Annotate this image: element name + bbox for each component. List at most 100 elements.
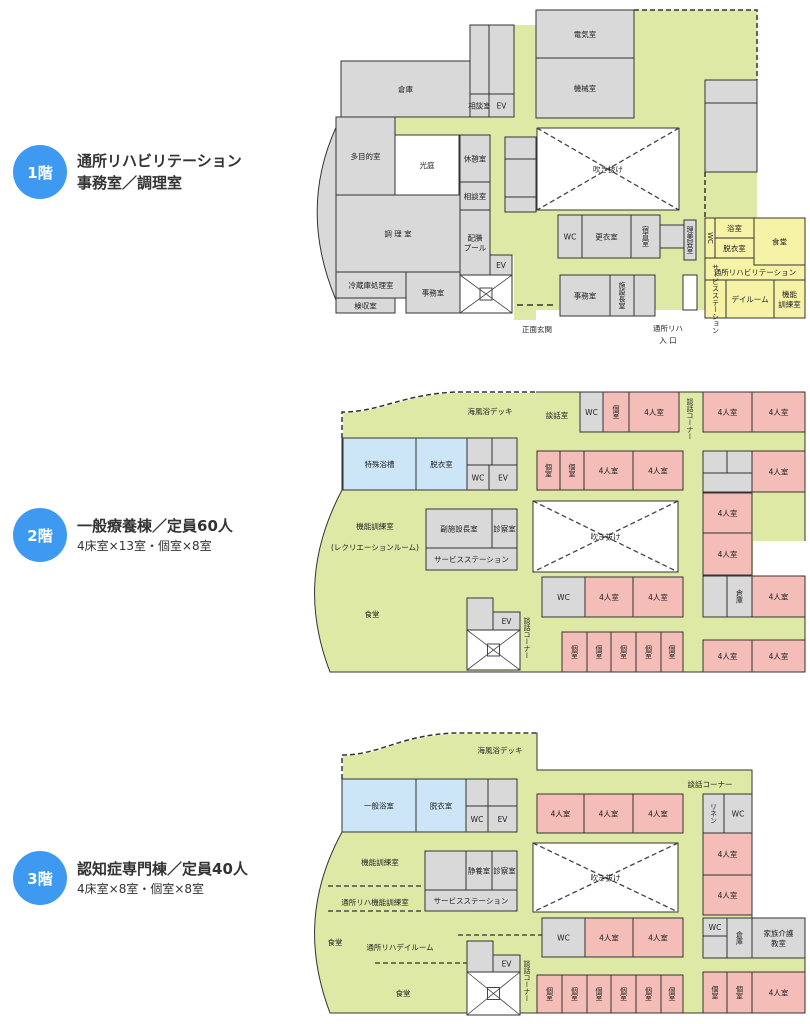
room <box>535 57 635 119</box>
room-label: EV <box>502 617 513 626</box>
room-label: サービスステーション <box>434 897 509 906</box>
room-label: 4人室 <box>769 651 789 661</box>
room-unlabeled <box>702 575 728 618</box>
room-label: 4人室 <box>599 592 619 602</box>
room-label: リネン <box>710 803 718 824</box>
room-label: EV <box>498 815 509 824</box>
room-label: 教室 <box>771 938 786 948</box>
room-label: 更衣室 <box>595 232 618 242</box>
room-label: WC <box>557 934 570 943</box>
room-label: 調 理 室 <box>384 229 412 239</box>
room <box>635 974 662 1014</box>
room-label: 個室 <box>620 986 628 1001</box>
room <box>459 134 491 183</box>
room-label: 個室 <box>612 404 620 419</box>
room-label: 配膳 <box>468 233 483 243</box>
room <box>702 971 728 1014</box>
room-label: 診察室 <box>493 866 516 876</box>
room <box>535 9 635 59</box>
room <box>702 532 753 576</box>
room-label: WC <box>557 593 570 602</box>
void-cross-lines <box>532 500 679 573</box>
room-label: サービスステーション <box>434 555 509 564</box>
room-label: 機能 <box>782 289 797 299</box>
room-label: 事務室 <box>574 291 597 301</box>
room-label: 宿直室 <box>642 225 650 247</box>
room <box>683 219 697 261</box>
floor-capacity: 4床室×8室・個室×8室 <box>77 882 205 896</box>
room-label: 電気室 <box>574 29 597 39</box>
void-cross-lines <box>532 842 679 913</box>
room-label: EV <box>497 102 508 111</box>
room-unlabeled <box>504 196 537 213</box>
room-label: 脱衣室 <box>723 243 746 253</box>
floor-1-label: 1階 通所リハビリテーション事務室／調理室 <box>13 145 242 199</box>
room <box>459 209 491 276</box>
room <box>584 576 634 618</box>
room-label: 倉庫 <box>736 930 744 946</box>
room-label: 個室 <box>546 986 554 1001</box>
room-unlabeled <box>702 935 728 959</box>
room-label: 個室 <box>668 644 676 659</box>
room-label: 4人室 <box>718 508 738 518</box>
room-label: WC <box>564 233 577 242</box>
room-label: 施設長室 <box>618 281 626 310</box>
room-label: 4人室 <box>718 651 738 661</box>
room-label: 個室 <box>595 986 603 1001</box>
room-label: 一般浴室 <box>364 801 394 811</box>
room-label: 4人室 <box>718 549 738 559</box>
void-cross-lines <box>536 127 680 211</box>
room <box>584 917 634 958</box>
room <box>342 437 417 491</box>
room-label: 談話コーナー <box>686 397 694 440</box>
room-label: 4人室 <box>648 809 668 819</box>
room-label: デイルーム <box>731 294 768 304</box>
room <box>335 271 407 299</box>
room-label: 談話コーナー <box>523 959 531 1002</box>
room-label: WC <box>732 810 745 819</box>
room <box>335 116 396 196</box>
room <box>415 778 467 833</box>
room-label: WC <box>709 923 722 932</box>
room <box>425 547 518 571</box>
room-label: WC <box>706 232 714 244</box>
floor-title: 通所リハビリテーション <box>77 152 242 170</box>
room <box>541 917 586 958</box>
room-unlabeled <box>702 450 728 474</box>
floor-badge: 2階 <box>13 508 67 562</box>
room-label: 個室 <box>568 463 576 478</box>
floor-badge: 1階 <box>13 145 67 199</box>
room-label: 4人室 <box>599 466 619 476</box>
stair-icon <box>487 987 500 1000</box>
floor-subtitle: 事務室／調理室 <box>77 174 183 192</box>
room <box>491 508 518 549</box>
room-label: 個室 <box>571 644 579 659</box>
floor-title: 一般療養棟／定員60人 <box>77 517 233 535</box>
room-label: 検収室 <box>354 301 377 311</box>
room-label: 食堂 <box>396 988 411 998</box>
room-label: 家族介護 <box>764 928 794 938</box>
stair-icon <box>487 643 500 657</box>
room-label: 静養室 <box>468 866 491 876</box>
room-label: 相談室 <box>468 101 491 111</box>
room <box>751 575 806 618</box>
room-label: プール <box>464 244 487 253</box>
room-unlabeled <box>488 24 515 95</box>
room <box>630 214 661 259</box>
room-label: 機能訓練室 <box>361 857 399 867</box>
room-label: 談話コーナー <box>688 779 733 789</box>
room <box>726 575 753 618</box>
room-label: 4人室 <box>648 933 668 943</box>
room-label: 4人室 <box>718 890 738 900</box>
room-label: 個室 <box>668 986 676 1001</box>
room-label: 食堂 <box>772 237 787 247</box>
room-label: 4人室 <box>718 407 738 417</box>
room <box>751 917 806 959</box>
room <box>541 576 586 618</box>
room <box>632 793 684 834</box>
room-label: 脱衣室 <box>430 459 453 469</box>
